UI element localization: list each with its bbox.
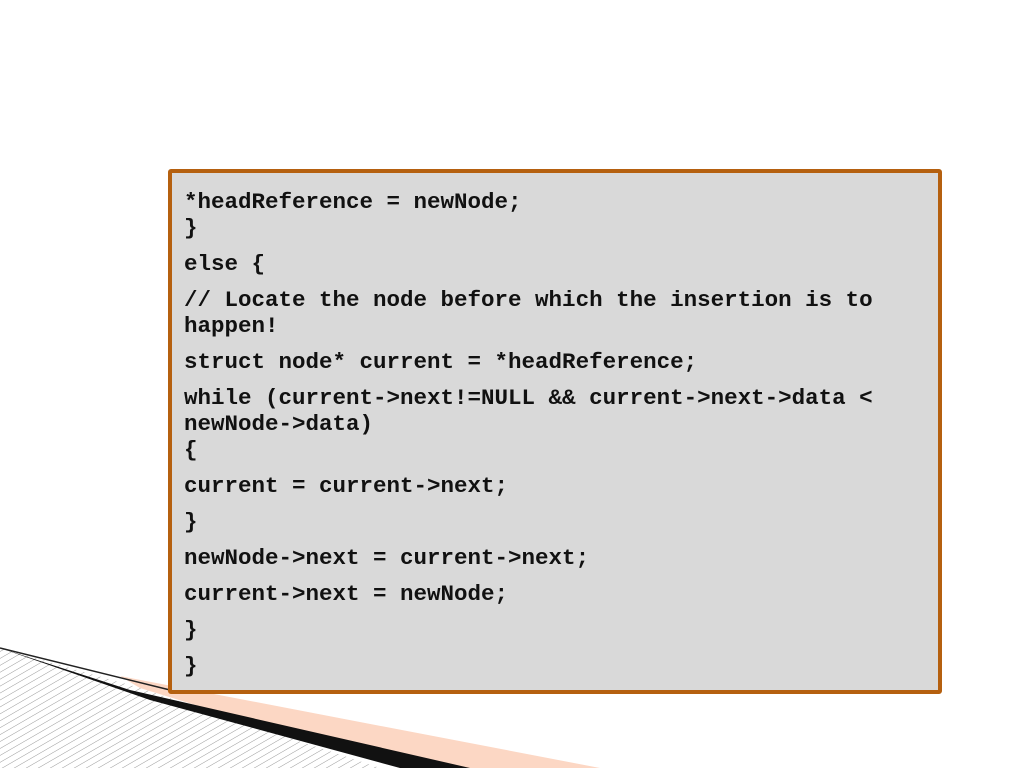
code-line: newNode->next = current->next;: [184, 545, 590, 571]
code-line: }: [184, 509, 198, 535]
code-block: *headReference = newNode; } else { // Lo…: [184, 189, 924, 679]
code-line: }: [184, 617, 198, 643]
code-line: {: [184, 437, 198, 463]
code-line: happen!: [184, 313, 279, 339]
code-line: }: [184, 653, 198, 679]
code-line: else {: [184, 251, 266, 277]
code-line: newNode->data): [184, 411, 374, 437]
code-line: current = current->next;: [184, 473, 509, 499]
code-line: *headReference = newNode;: [184, 189, 522, 215]
code-line: }: [184, 215, 198, 241]
code-line: // Locate the node before which the inse…: [184, 287, 873, 313]
code-line: while (current->next!=NULL && current->n…: [184, 385, 873, 411]
code-line: struct node* current = *headReference;: [184, 349, 698, 375]
code-line: current->next = newNode;: [184, 581, 509, 607]
code-box: *headReference = newNode; } else { // Lo…: [168, 169, 942, 694]
